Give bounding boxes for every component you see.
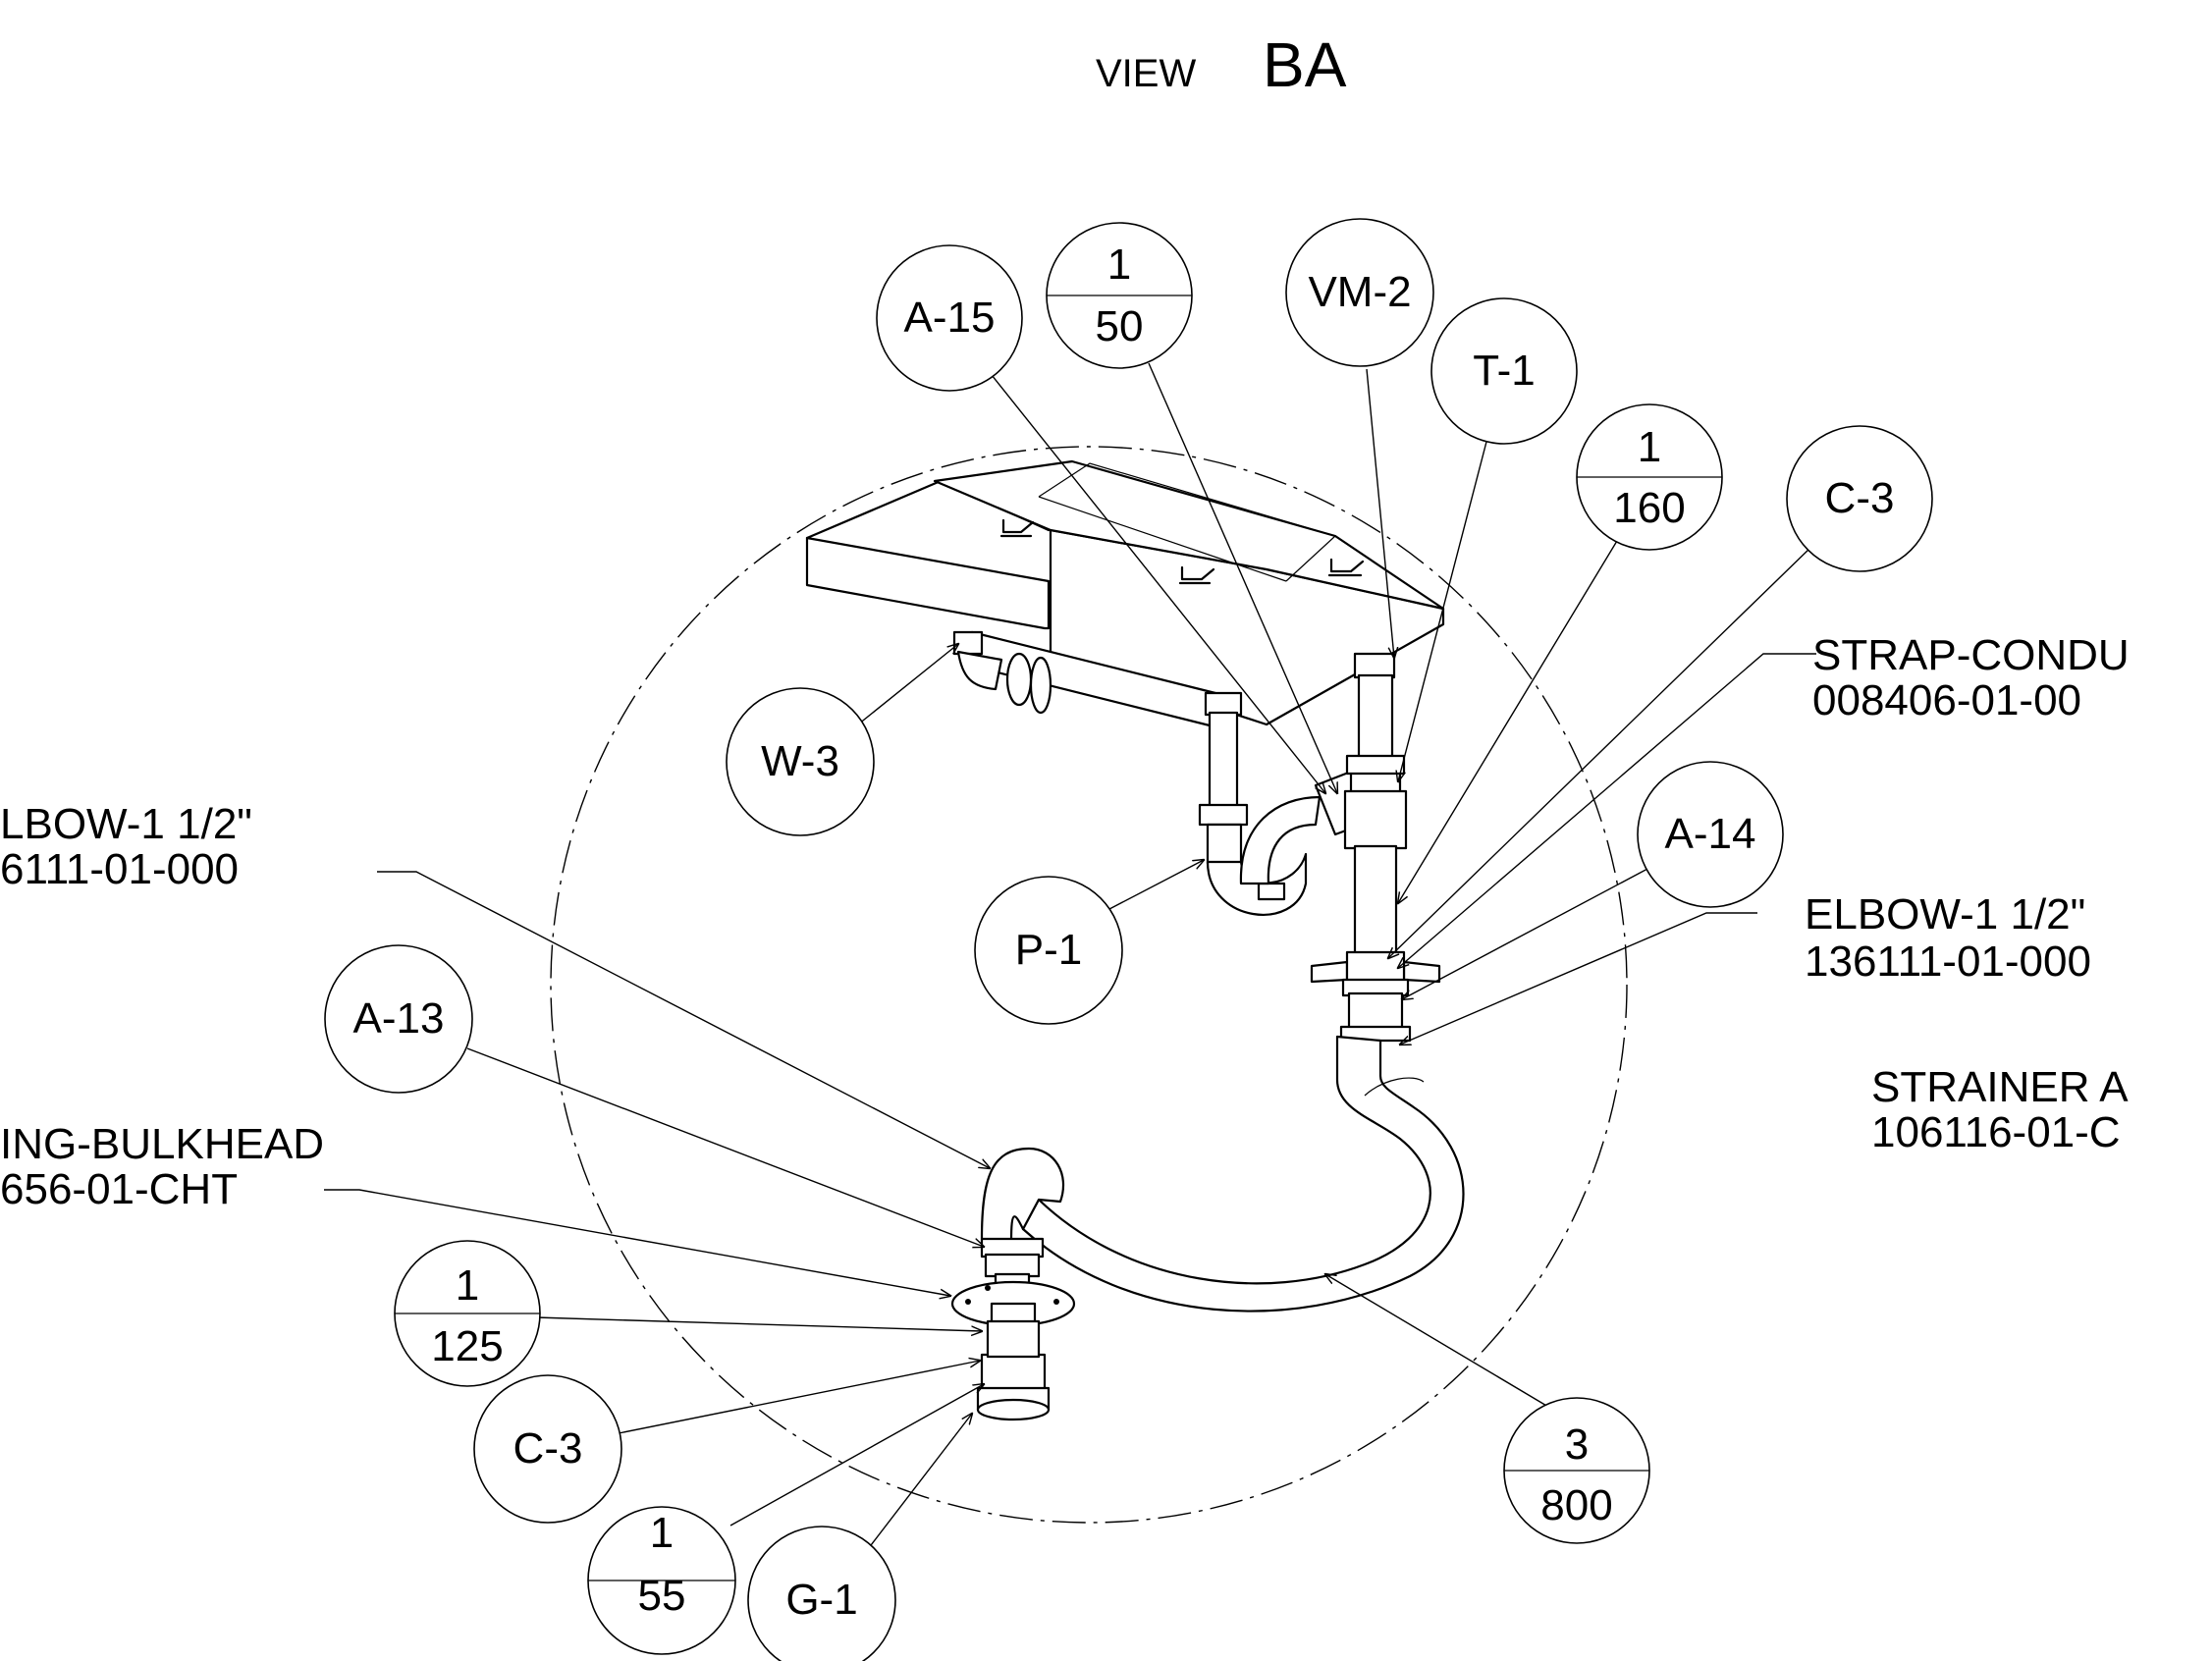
note-fitting-bulkhead-line2: 656-01-CHT: [0, 1165, 238, 1213]
callout-qty-1-50: 1 50: [1046, 222, 1193, 369]
callout-qty-1-160-top: 1: [1638, 423, 1661, 471]
callout-p-1-label: P-1: [1015, 926, 1082, 974]
callout-c-3-bottom-label: C-3: [513, 1424, 583, 1473]
view-title-prefix: VIEW: [1096, 52, 1196, 95]
callout-t-1: T-1: [1430, 297, 1578, 445]
note-strap-conduit-line2: 008406-01-00: [1812, 676, 2081, 724]
view-title-name: BA: [1263, 29, 1347, 100]
note-elbow-left-line2: 6111-01-000: [0, 845, 239, 893]
callout-c-3-top-label: C-3: [1825, 474, 1895, 522]
callout-c-3-top: C-3: [1786, 425, 1933, 572]
note-elbow-right-line1: ELBOW-1 1/2": [1805, 890, 2085, 938]
callout-c-3-bottom: C-3: [473, 1374, 622, 1524]
callout-vm-2-label: VM-2: [1308, 268, 1411, 316]
callout-qty-1-55: 1 55: [587, 1506, 736, 1655]
note-fitting-bulkhead: ING-BULKHEAD 656-01-CHT: [0, 1120, 324, 1213]
leader-lines: [324, 362, 1816, 1550]
detail-boundary-circle: [550, 446, 1628, 1524]
drain-piping: [950, 630, 1465, 1421]
callout-qty-1-50-bottom: 50: [1096, 302, 1144, 350]
note-elbow-left-line1: LBOW-1 1/2": [0, 800, 252, 848]
callout-qty-1-125-top: 1: [456, 1261, 479, 1310]
callout-a-15-label: A-15: [904, 294, 996, 342]
view-title: VIEW BA: [1096, 29, 1347, 100]
callout-qty-1-160-bottom: 160: [1613, 484, 1685, 532]
note-fitting-bulkhead-line1: ING-BULKHEAD: [0, 1120, 324, 1168]
callout-a-14-label: A-14: [1665, 810, 1756, 858]
callout-g-1-label: G-1: [785, 1576, 857, 1624]
callout-g-1: G-1: [747, 1526, 896, 1661]
callout-qty-1-50-top: 1: [1107, 241, 1131, 289]
note-strap-conduit: STRAP-CONDU 008406-01-00: [1812, 631, 2130, 724]
note-strainer-line2: 106116-01-C: [1871, 1108, 2121, 1156]
callout-w-3: W-3: [726, 687, 875, 836]
callout-qty-1-55-top: 1: [650, 1509, 674, 1557]
callout-qty-3-800-top: 3: [1565, 1420, 1589, 1469]
callout-a-13: A-13: [324, 944, 473, 1094]
callout-qty-1-125: 1 125: [394, 1240, 541, 1387]
callout-a-15: A-15: [876, 244, 1023, 392]
callout-qty-1-160: 1 160: [1576, 403, 1723, 551]
callout-t-1-label: T-1: [1473, 347, 1536, 395]
note-elbow-left: LBOW-1 1/2" 6111-01-000: [0, 800, 252, 893]
callout-qty-3-800-bottom: 800: [1540, 1481, 1612, 1529]
note-elbow-right: ELBOW-1 1/2" 136111-01-000: [1805, 890, 2091, 986]
note-strap-conduit-line1: STRAP-CONDU: [1812, 631, 2130, 679]
callout-qty-3-800: 3 800: [1503, 1397, 1650, 1544]
note-elbow-right-line2: 136111-01-000: [1805, 938, 2091, 986]
note-strainer: STRAINER A 106116-01-C: [1871, 1063, 2129, 1156]
callout-qty-1-55-bottom: 55: [638, 1572, 686, 1620]
callout-vm-2: VM-2: [1285, 218, 1434, 367]
callout-p-1: P-1: [974, 876, 1123, 1025]
callout-a-13-label: A-13: [353, 994, 445, 1043]
note-strainer-line1: STRAINER A: [1871, 1063, 2129, 1111]
callout-a-14: A-14: [1637, 761, 1784, 908]
callout-qty-1-125-bottom: 125: [431, 1322, 503, 1370]
callout-w-3-label: W-3: [761, 737, 839, 785]
